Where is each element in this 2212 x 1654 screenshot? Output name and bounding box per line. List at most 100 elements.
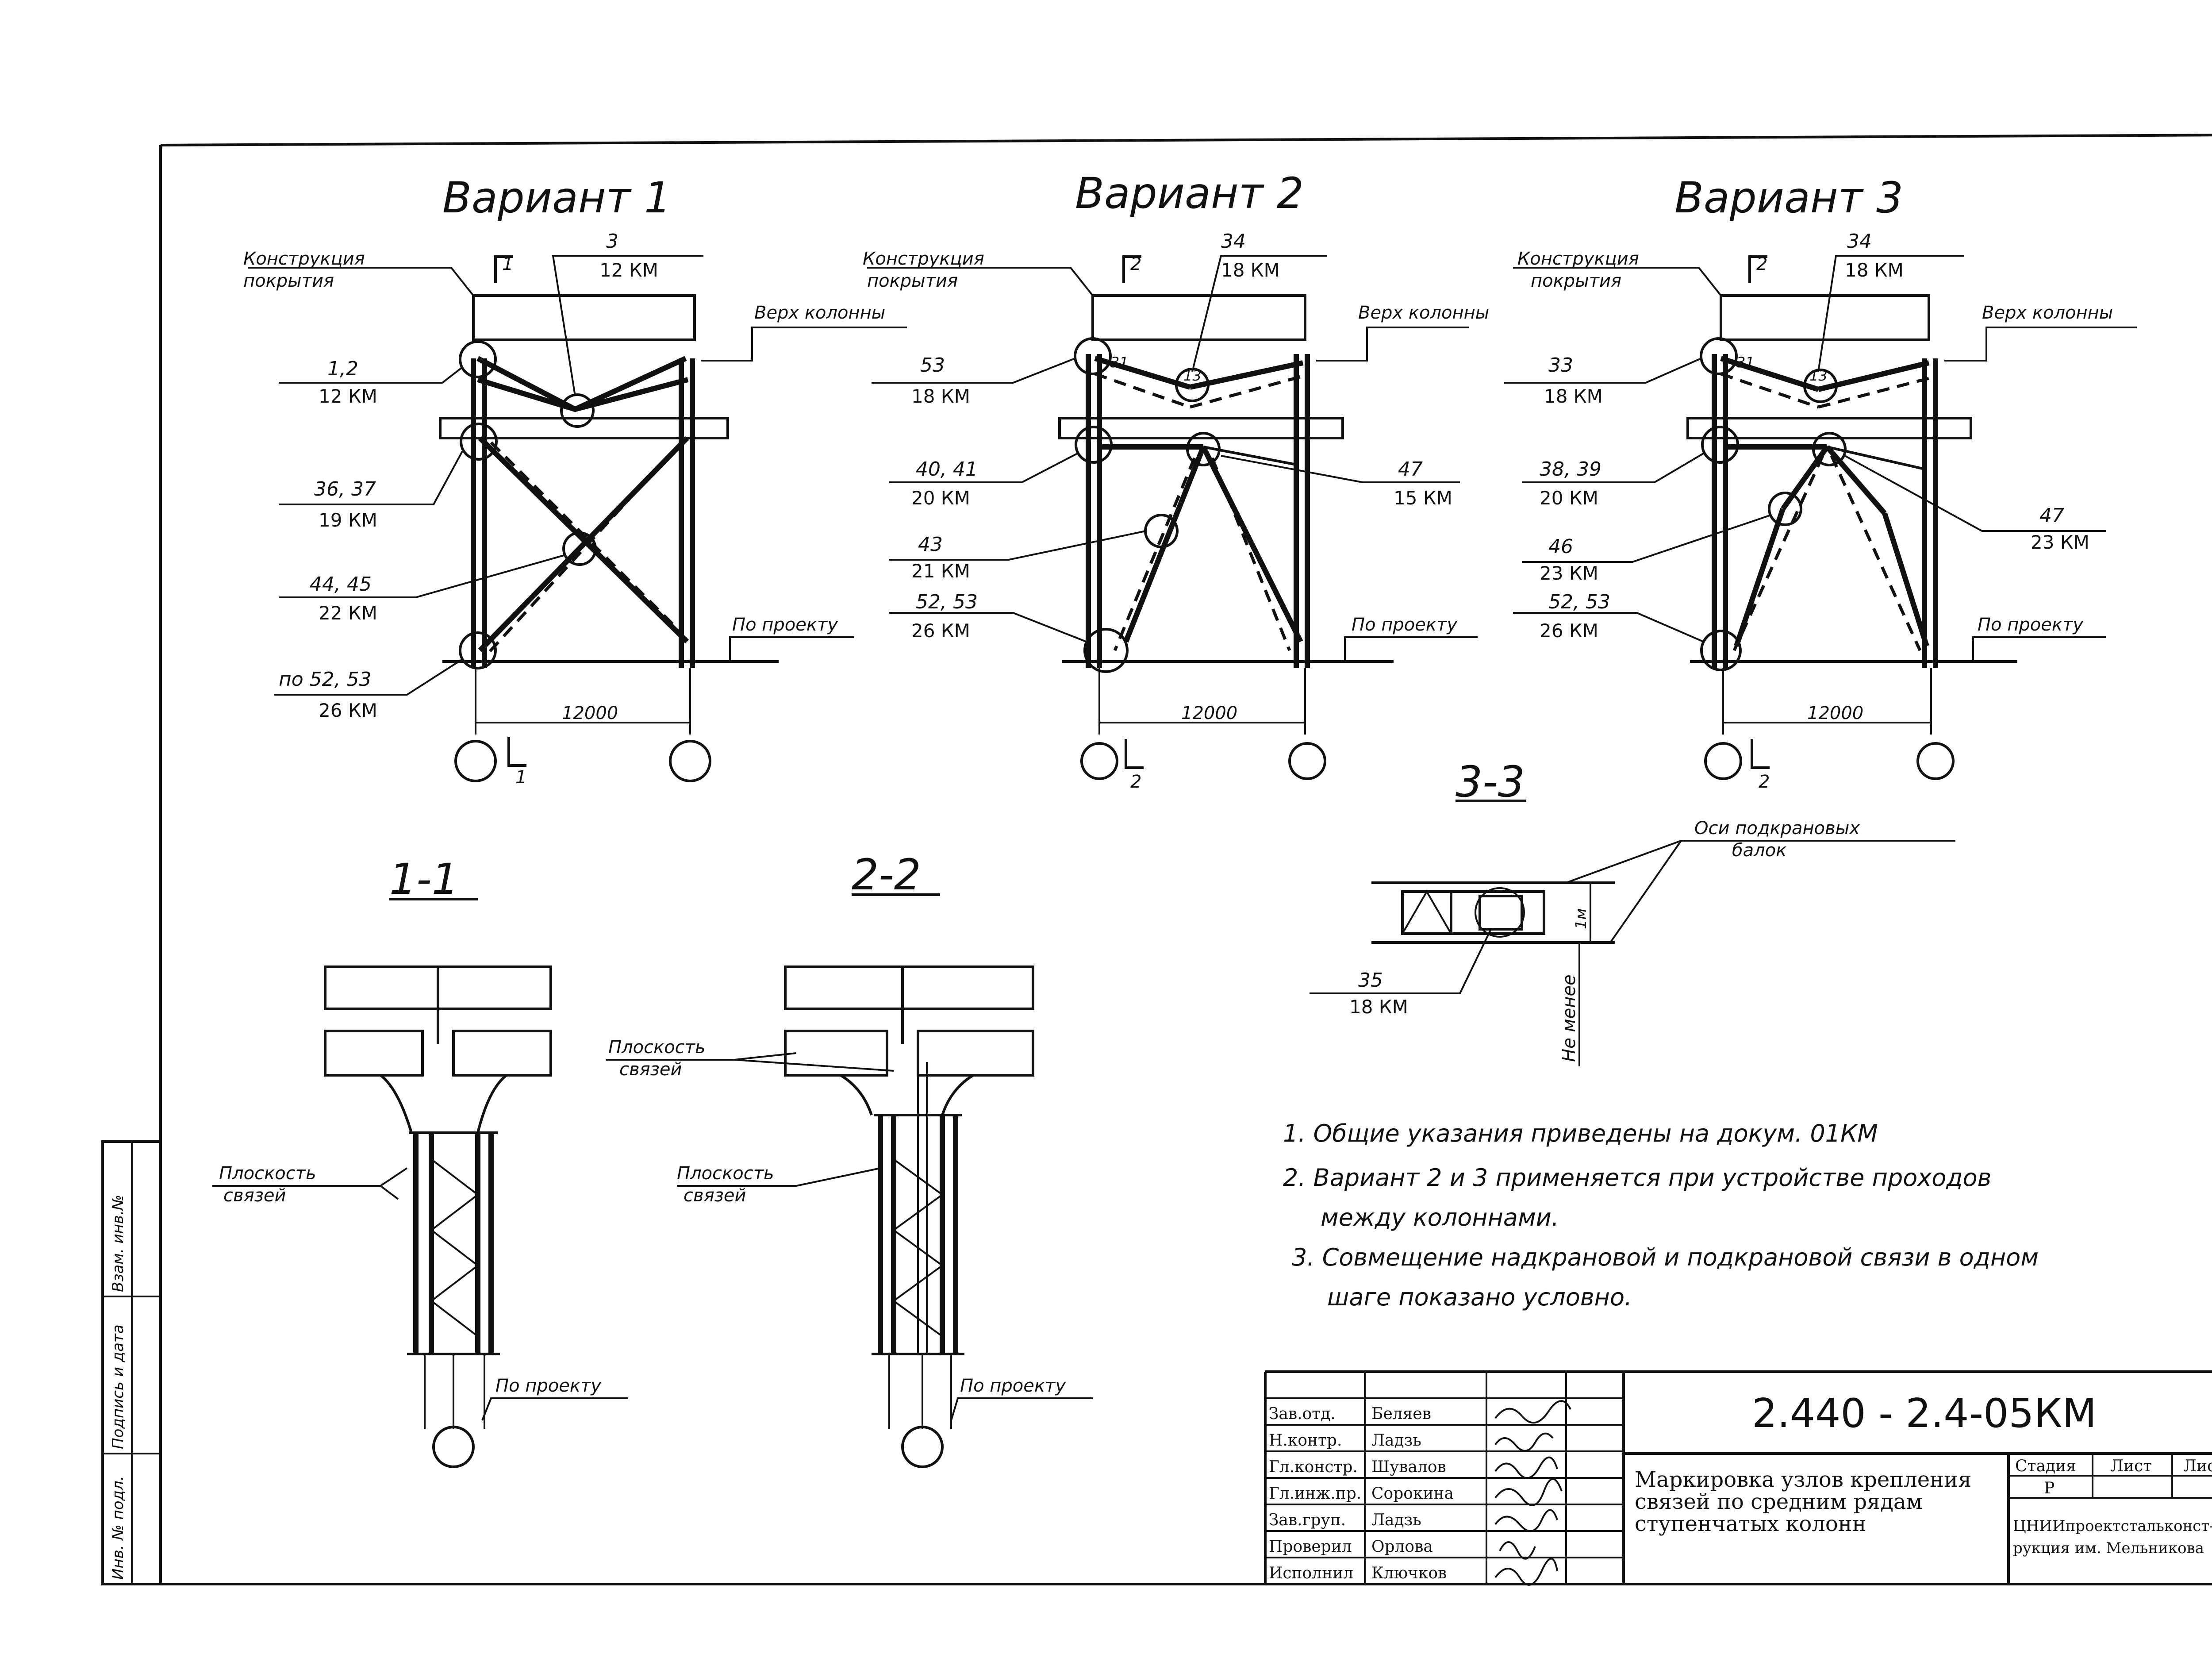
section-2-2-bottom: По проекту xyxy=(960,1376,1066,1396)
strip-inv-label: Инв. № подл. xyxy=(109,1476,127,1580)
variant-1-roof-2: покрытия xyxy=(243,271,334,291)
variant-2-roof-2: покрытия xyxy=(867,271,958,291)
signatures xyxy=(1494,1400,1571,1586)
variant-1-n3-sheet: 19 КМ xyxy=(319,509,377,531)
staff-name-5: Ладзь xyxy=(1371,1511,1421,1529)
variant-3-top: Верх колонны xyxy=(1982,303,2113,323)
variant-2-n4-sheet: 21 КМ xyxy=(911,560,970,582)
section-3-3-axes-1: Оси подкрановых xyxy=(1694,818,1860,839)
doc-title-2: связей по средним рядам xyxy=(1635,1489,1923,1514)
variant-2-title: Вариант 2 xyxy=(1075,169,1304,218)
note-2: 2. Вариант 2 и 3 применяется при устройс… xyxy=(1283,1164,1992,1192)
staff-name-2: Ладзь xyxy=(1371,1431,1421,1450)
section-1-1-bottom: По проекту xyxy=(495,1376,602,1396)
variant-2-n2-sheet: 18 КМ xyxy=(911,385,970,407)
variant-2-n1-sheet: 18 КМ xyxy=(1221,259,1280,281)
section-2-2-plane-1: Плоскость xyxy=(677,1163,774,1184)
variant-3-bottom: По проекту xyxy=(1978,615,2084,635)
variant-3-section-top: 2 xyxy=(1756,254,1767,274)
staff-name-1: Беляев xyxy=(1371,1405,1431,1423)
section-3-3: 3-3 1м Оси подкрановых балок 35 18 КМ Не… xyxy=(1310,757,1955,1066)
doc-code: 2.440 - 2.4-05КМ xyxy=(1752,1390,2097,1437)
section-2-2: 2-2 Плоскость связей Плоскость связей По… xyxy=(606,850,1093,1468)
variant-1-n2-sheet: 12 КМ xyxy=(319,385,377,407)
variant-2-bottom: По проекту xyxy=(1352,615,1458,635)
variant-2-top: Верх колонны xyxy=(1358,303,1489,323)
staff-role-1: Зав.отд. xyxy=(1269,1405,1336,1423)
variant-2-small-1: 31 xyxy=(1110,354,1129,371)
variant-2-n4-num: 43 xyxy=(918,533,943,556)
org-line-1: ЦНИИпроектстальконст- xyxy=(2013,1517,2212,1535)
notes: 1. Общие указания приведены на докум. 01… xyxy=(1283,1119,2039,1311)
variant-3-n5-sheet: 26 КМ xyxy=(1540,620,1598,642)
variant-1-n4-sheet: 22 КМ xyxy=(319,602,377,624)
variant-2: Вариант 2 31 13 12000 2 xyxy=(863,169,1489,792)
section-3-3-axes-2: балок xyxy=(1732,840,1786,861)
staff-role-4: Гл.инж.пр. xyxy=(1269,1485,1361,1503)
variant-1-n3-num: 36, 37 xyxy=(314,478,376,500)
doc-title-3: ступенчатых колонн xyxy=(1635,1512,1866,1536)
title-block: Зав.отд. Беляев Н.контр. Ладзь Гл.констр… xyxy=(1264,1370,2212,1586)
staff-role-5: Зав.груп. xyxy=(1269,1511,1346,1529)
stage-header: Стадия xyxy=(2015,1457,2076,1475)
variant-1-section-bottom: 1 xyxy=(515,767,526,788)
note-2-cont: между колоннами. xyxy=(1321,1204,1559,1231)
section-2-2-plane-2: связей xyxy=(684,1185,746,1206)
variant-2-section-bottom: 2 xyxy=(1130,772,1141,792)
variant-2-n3-num: 40, 41 xyxy=(916,458,978,481)
variant-3-n5-num: 52, 53 xyxy=(1548,591,1610,613)
variant-2-n5-num: 52, 53 xyxy=(916,591,978,613)
variant-2-n3-sheet: 20 КМ xyxy=(911,487,970,509)
section-2-2-plane2-1: Плоскость xyxy=(608,1037,706,1058)
section-2-2-title: 2-2 xyxy=(852,850,921,900)
variant-3-small-1: 31 xyxy=(1736,354,1755,371)
variant-3-n2-sheet: 18 КМ xyxy=(1544,385,1603,407)
org-line-2: рукция им. Мельникова xyxy=(2013,1539,2204,1557)
variant-2-roof-1: Конструкция xyxy=(863,249,984,269)
variant-3-title: Вариант 3 xyxy=(1674,173,1903,223)
staff-name-7: Ключков xyxy=(1371,1564,1447,1582)
section-1-1-title: 1-1 xyxy=(389,854,459,904)
staff-role-3: Гл.констр. xyxy=(1269,1458,1358,1476)
variant-3-n1-sheet: 18 КМ xyxy=(1845,259,1904,281)
variant-1-top: Верх колонны xyxy=(754,303,885,323)
variant-1-roof-1: Конструкция xyxy=(243,249,365,269)
variant-1-section-top: 1 xyxy=(502,254,513,274)
section-3-3-node-num: 35 xyxy=(1358,969,1383,992)
staff-role-2: Н.контр. xyxy=(1269,1431,1342,1450)
section-3-3-node-sheet: 18 КМ xyxy=(1349,996,1408,1018)
staff-role-6: Проверил xyxy=(1269,1538,1352,1556)
variant-2-section-top: 2 xyxy=(1130,254,1141,274)
variant-1-n5-sheet: 26 КМ xyxy=(319,700,377,721)
variant-3: Вариант 3 31 13 12000 2 xyxy=(1504,173,2137,792)
variant-1-span: 12000 xyxy=(562,703,618,723)
variant-2-span: 12000 xyxy=(1181,703,1237,723)
left-strip: Инв. № подл. Подпись и дата Взам. инв.№ xyxy=(101,1140,162,1585)
section-3-3-dim: 1м xyxy=(1572,908,1590,929)
section-1-1-plane-2: связей xyxy=(223,1185,286,1206)
variant-1-n2-num: 1,2 xyxy=(327,358,358,380)
section-2-2-plane2-2: связей xyxy=(619,1059,682,1080)
variant-1-n4-num: 44, 45 xyxy=(310,573,372,596)
section-1-1: 1-1 Плоскость связей По проекту xyxy=(212,854,628,1468)
section-3-3-min: Не менее xyxy=(1559,974,1579,1062)
variant-3-n2-num: 33 xyxy=(1548,354,1573,377)
variant-3-section-bottom: 2 xyxy=(1759,772,1770,792)
variant-2-n6-num: 47 xyxy=(1398,458,1423,481)
note-3: 3. Совмещение надкрановой и подкрановой … xyxy=(1292,1243,2039,1271)
doc-title-1: Маркировка узлов крепления xyxy=(1635,1467,1971,1492)
variant-3-n6-sheet: 23 КМ xyxy=(2031,531,2089,553)
variant-2-n6-sheet: 15 КМ xyxy=(1394,487,1452,509)
strip-replace-label: Взам. инв.№ xyxy=(109,1195,127,1292)
variant-3-roof-2: покрытия xyxy=(1531,271,1621,291)
variant-3-n3-num: 38, 39 xyxy=(1540,458,1601,481)
variant-2-n2-num: 53 xyxy=(920,354,945,377)
variant-2-n1-num: 34 xyxy=(1221,230,1246,253)
staff-name-4: Сорокина xyxy=(1371,1485,1454,1503)
staff-role-7: Исполнил xyxy=(1269,1564,1353,1582)
variant-1-n1-num: 3 xyxy=(606,230,618,253)
variant-1-n1-sheet: 12 КМ xyxy=(599,259,658,281)
sheet-header: Лист xyxy=(2110,1457,2152,1475)
variant-2-n5-sheet: 26 КМ xyxy=(911,620,970,642)
